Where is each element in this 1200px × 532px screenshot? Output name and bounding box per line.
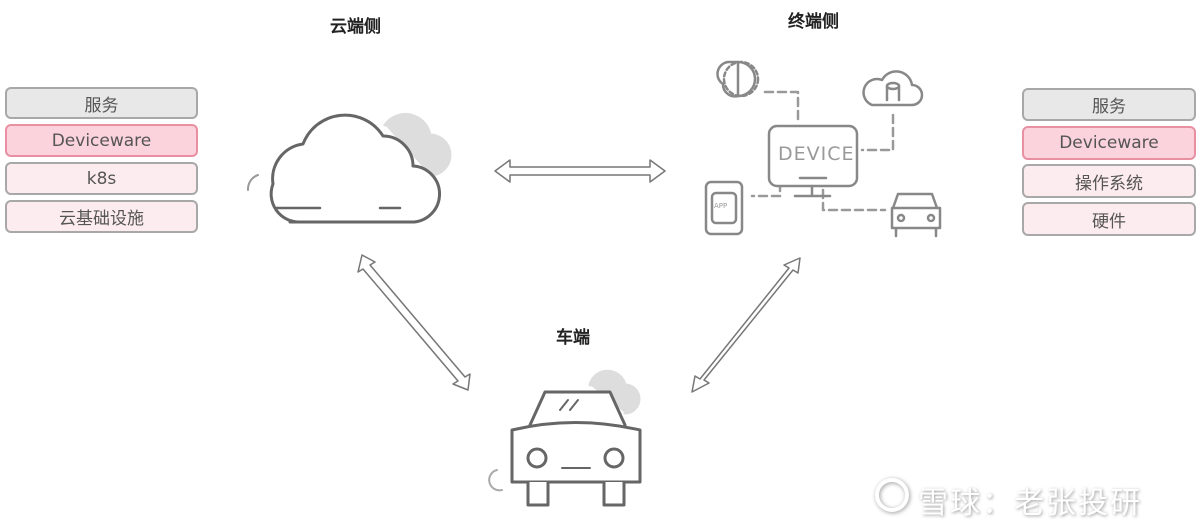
double-arrow-terminal-vehicle xyxy=(691,257,801,393)
cloud-stack-deviceware: Deviceware xyxy=(5,124,198,157)
cloud-stack-service: 服务 xyxy=(5,87,198,119)
terminal-stack-hardware: 硬件 xyxy=(1022,202,1196,236)
cloud-stack-infra: 云基础设施 xyxy=(5,200,198,233)
terminal-stack-deviceware: Deviceware xyxy=(1022,126,1196,160)
car-icon xyxy=(488,369,642,507)
ai-brain-gear-icon xyxy=(716,60,760,98)
device-label: DEVICE xyxy=(778,143,855,165)
vehicle-side-title: 车端 xyxy=(556,328,590,348)
cloud-side-title: 云端侧 xyxy=(330,17,381,37)
cloud-icon xyxy=(247,112,452,224)
cloud-database-icon xyxy=(862,70,924,107)
device-diagram xyxy=(704,60,942,238)
terminal-stack-os: 操作系统 xyxy=(1022,164,1196,198)
watermark: 雪球：老张投研 xyxy=(918,486,1142,521)
double-arrow-cloud-vehicle xyxy=(357,254,471,391)
double-arrow-cloud-terminal xyxy=(494,159,666,183)
phone-app-icon xyxy=(704,180,744,236)
app-label: APP xyxy=(714,202,728,210)
terminal-side-title: 终端侧 xyxy=(788,12,839,32)
cloud-stack-k8s: k8s xyxy=(5,162,198,195)
terminal-stack-service: 服务 xyxy=(1022,88,1196,121)
car-small-icon xyxy=(890,192,942,238)
watermark-logo-icon xyxy=(875,478,909,512)
